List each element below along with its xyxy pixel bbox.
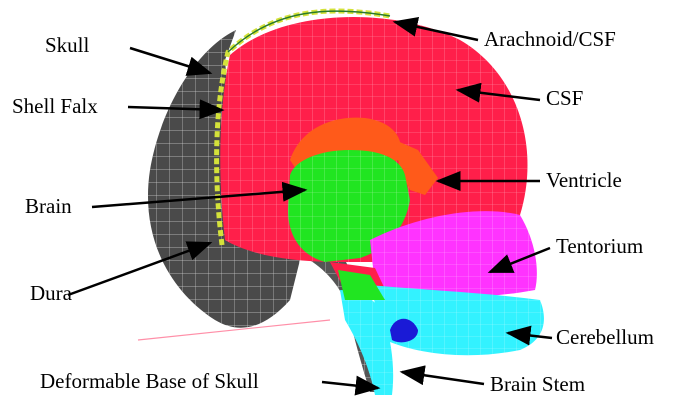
- dura-label: Dura: [30, 283, 72, 304]
- csf-label: CSF: [546, 88, 583, 109]
- skull-label: Skull: [45, 35, 89, 56]
- brain-label: Brain: [25, 196, 72, 217]
- shell-falx-label: Shell Falx: [12, 96, 98, 117]
- ventricle-label: Ventricle: [546, 170, 622, 191]
- cerebellum-label: Cerebellum: [556, 327, 654, 348]
- brain-stem-arrow: [402, 372, 484, 384]
- brain-stem-label: Brain Stem: [490, 374, 585, 395]
- deformable-base-label: Deformable Base of Skull: [40, 371, 259, 392]
- skull-arrow: [130, 48, 210, 73]
- cerebellum-shape: [370, 285, 544, 355]
- tentorium-label: Tentorium: [556, 236, 643, 257]
- arachnoid-csf-label: Arachnoid/CSF: [484, 29, 616, 50]
